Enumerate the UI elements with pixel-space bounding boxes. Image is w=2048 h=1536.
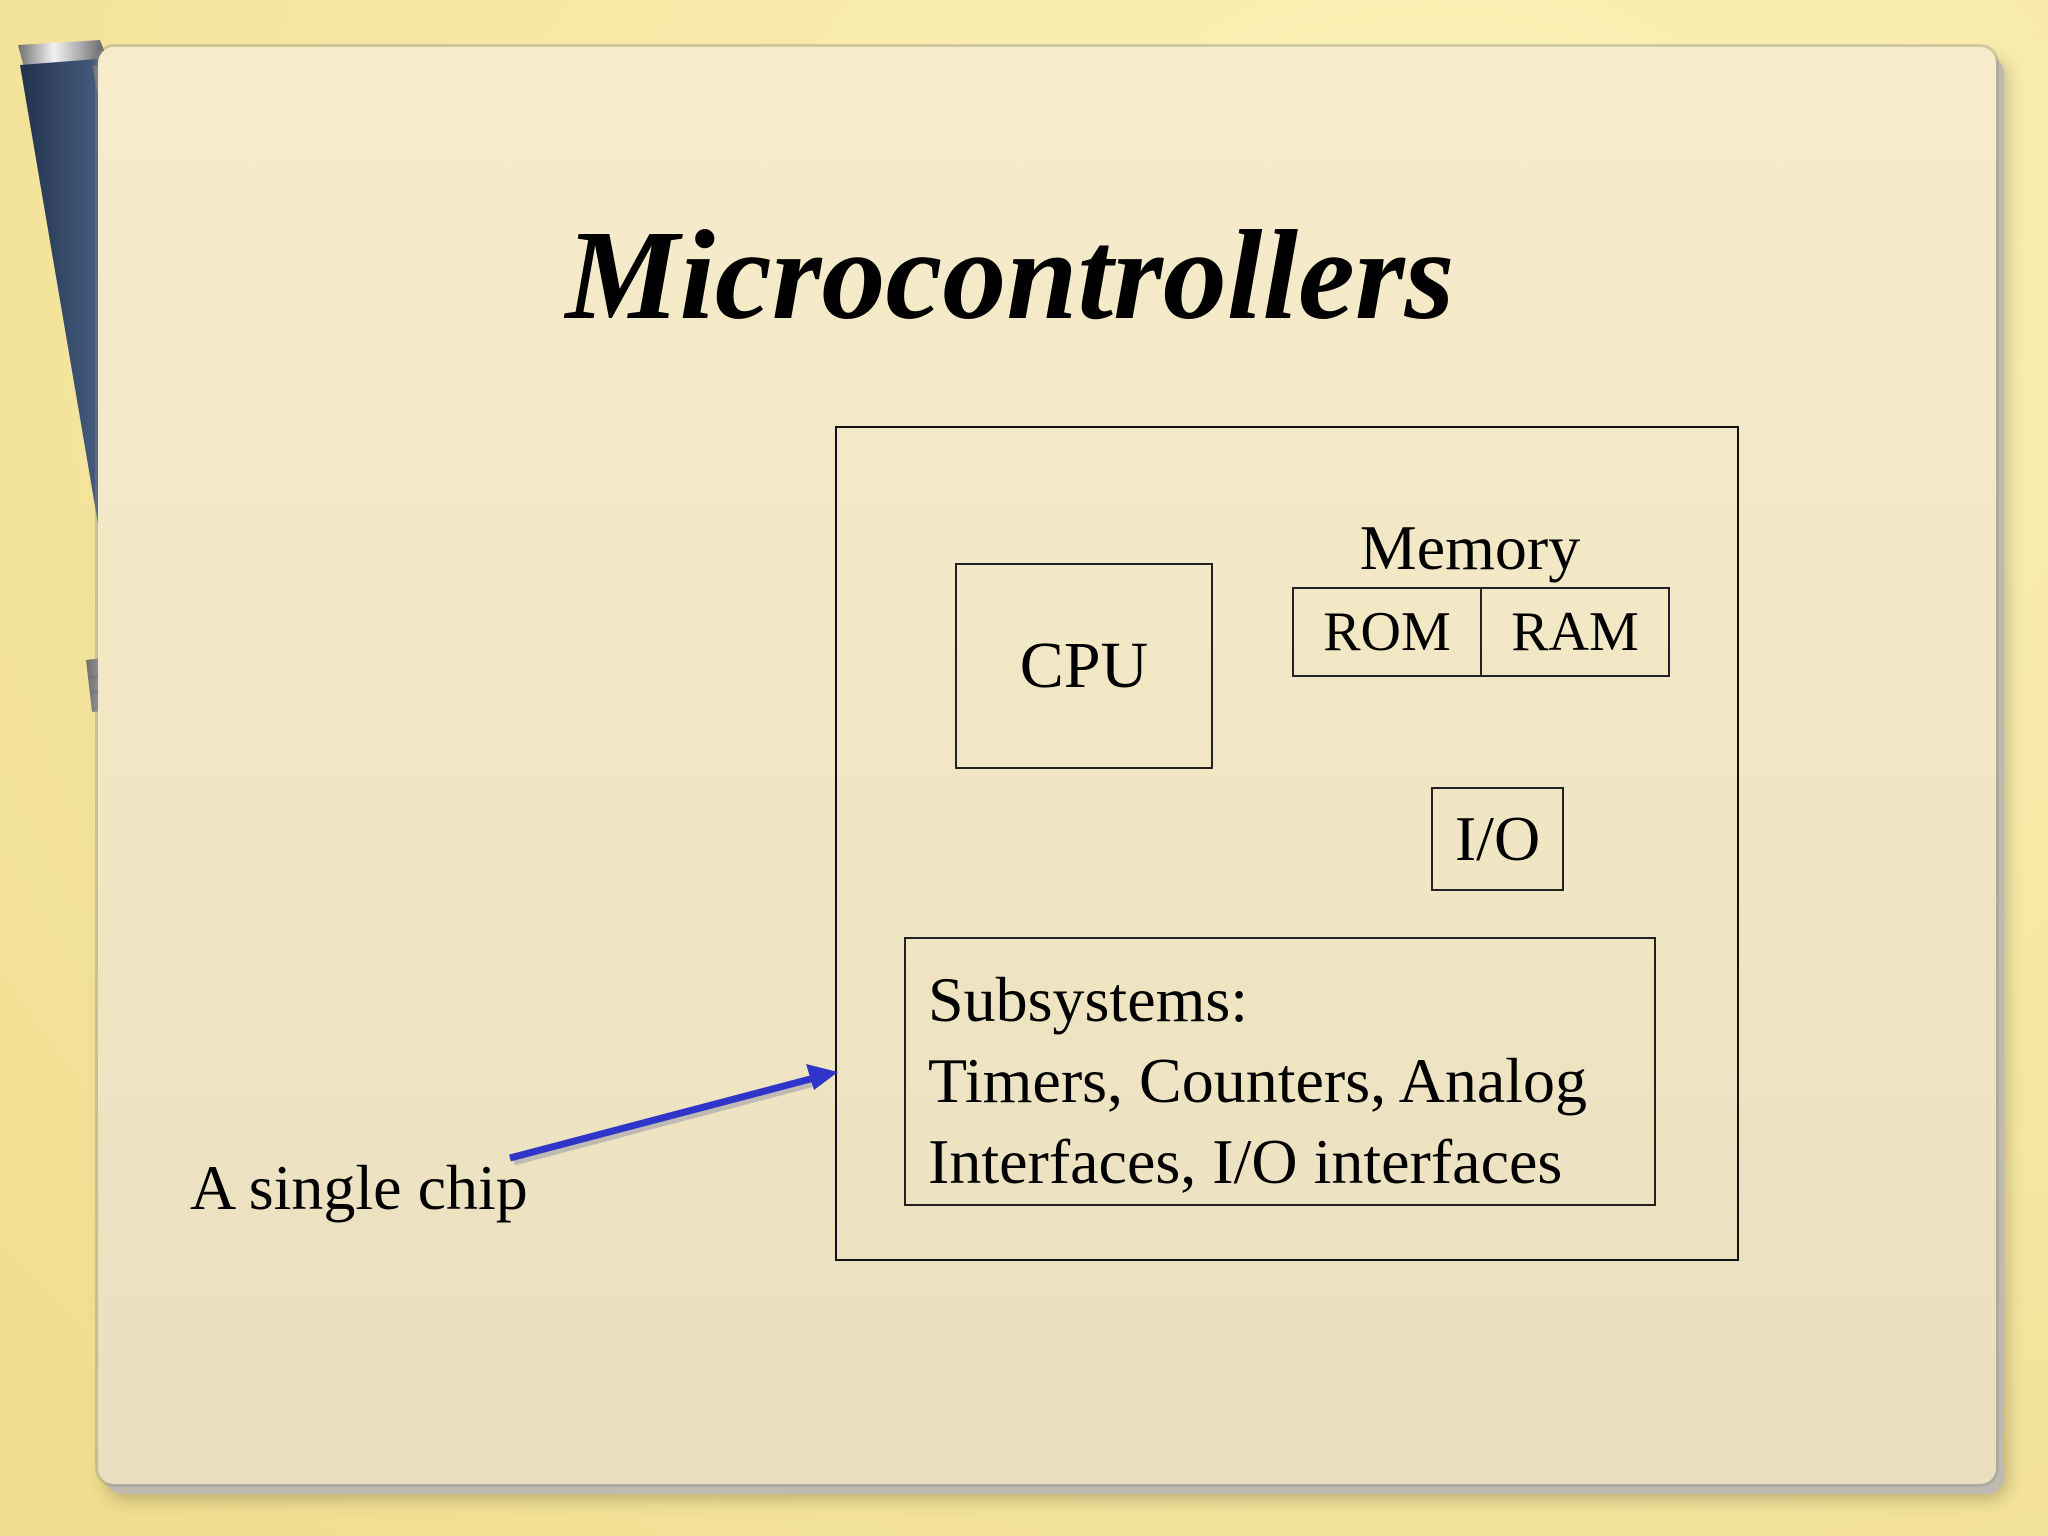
single-chip-label: A single chip bbox=[190, 1152, 528, 1223]
io-block: I/O bbox=[1431, 787, 1564, 891]
single-chip-boundary bbox=[835, 426, 1739, 1261]
cpu-block: CPU bbox=[955, 563, 1213, 769]
cpu-label: CPU bbox=[1019, 629, 1149, 702]
memory-block: ROM RAM bbox=[1292, 587, 1670, 677]
rom-label: ROM bbox=[1323, 601, 1451, 663]
rom-cell: ROM bbox=[1294, 589, 1480, 675]
subsystems-block: Subsystems: Timers, Counters, Analog Int… bbox=[904, 937, 1656, 1206]
subsystems-heading: Subsystems: bbox=[928, 964, 1249, 1035]
io-label: I/O bbox=[1454, 803, 1541, 874]
callout-arrow bbox=[509, 1064, 838, 1166]
slide-panel bbox=[98, 47, 1996, 1484]
slide-title: Microcontrollers bbox=[565, 204, 1455, 346]
ram-cell: RAM bbox=[1480, 589, 1668, 675]
subsystems-line-2: Interfaces, I/O interfaces bbox=[928, 1126, 1563, 1197]
ram-label: RAM bbox=[1511, 601, 1639, 663]
subsystems-line-1: Timers, Counters, Analog bbox=[928, 1045, 1587, 1116]
memory-label: Memory bbox=[1359, 512, 1581, 583]
